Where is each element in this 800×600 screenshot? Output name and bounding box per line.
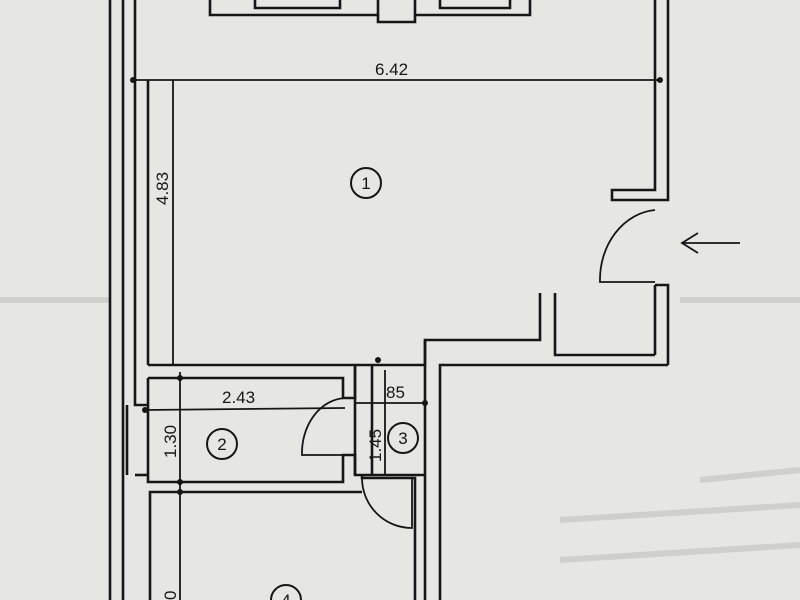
svg-text:4: 4 [281,591,290,600]
arrow-left-icon [680,232,740,254]
svg-text:2: 2 [217,435,226,454]
svg-text:3: 3 [398,429,407,448]
dim-room3-width: 85 [386,383,405,402]
dim-room3-length: 1.45 [366,429,385,462]
wc-door [361,477,413,529]
dim-room2-length: 1.30 [161,425,180,458]
room-label-1: 1 [350,167,382,199]
dim-room1-length: 4.83 [153,172,172,205]
room-label-2: 2 [206,428,238,460]
room-label-3: 3 [387,422,419,454]
room-label-4: 4 [270,584,302,600]
walls [108,0,670,600]
dim-room1-width: 6.42 [375,60,408,79]
dim-room2-width: 2.43 [222,388,255,407]
doors [301,209,656,529]
background-print [0,297,800,563]
dimension-lines [130,77,663,600]
dim-room4-partial: 0 [161,591,180,600]
svg-text:1: 1 [361,174,370,193]
top-window [208,0,532,24]
bathroom-door [301,397,346,456]
entrance-door [599,209,656,283]
